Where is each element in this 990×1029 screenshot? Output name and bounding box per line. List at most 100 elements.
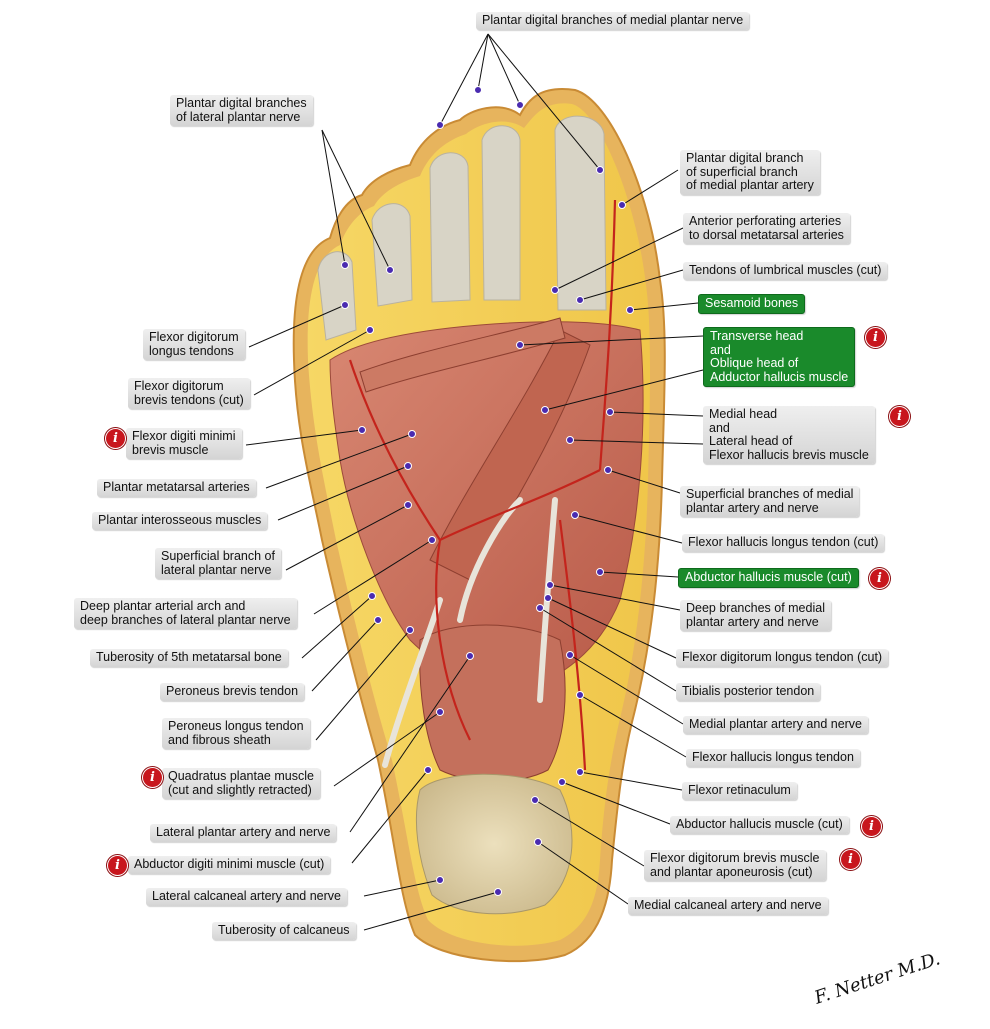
- leader-line-tuberosity-calcaneus-0: [363, 891, 499, 931]
- leader-line-abductor-hallucis-cut-0: [561, 781, 671, 825]
- leader-line-peroneus-brevis-0: [311, 619, 379, 692]
- heel: [415, 773, 573, 915]
- adductor-transverse: [359, 317, 566, 393]
- label-flexor-digitorum-brevis-aponeurosis: Flexor digitorum brevis muscle and plant…: [644, 850, 826, 881]
- info-icon[interactable]: i: [143, 768, 162, 787]
- leader-line-tendons-lumbrical-0: [579, 269, 684, 301]
- leader-line-flexor-digitorum-brevis-tendons-0: [253, 329, 371, 396]
- toes: [317, 115, 607, 341]
- leader-line-flexor-hallucis-longus-tendon-cut-0: [574, 514, 683, 544]
- marker-dot-tibialis-posterior-0: [536, 604, 544, 612]
- marker-dot-adductor-hallucis-0: [516, 341, 524, 349]
- leader-line-plantar-digital-branches-medial-nerve-0: [477, 33, 489, 91]
- leader-line-adductor-hallucis-0: [519, 335, 704, 346]
- marker-dot-plantar-digital-branches-medial-nerve-0: [474, 86, 482, 94]
- leader-line-adductor-hallucis-1: [544, 369, 704, 411]
- leader-line-medial-calcaneal-0: [537, 841, 629, 905]
- label-adductor-hallucis: Transverse head and Oblique head of Addu…: [703, 327, 856, 387]
- label-tuberosity-calcaneus: Tuberosity of calcaneus: [212, 922, 356, 940]
- label-flexor-digitorum-brevis-tendons: Flexor digitorum brevis tendons (cut): [128, 378, 250, 409]
- leader-line-flexor-digitorum-brevis-aponeurosis-0: [534, 799, 645, 867]
- arteries: [348, 199, 617, 771]
- marker-dot-flexor-hallucis-brevis-1: [566, 436, 574, 444]
- marker-dot-plantar-digital-branch-superficial-medial-artery-0: [618, 201, 626, 209]
- marker-dot-medial-plantar-artery-nerve-0: [566, 651, 574, 659]
- marker-dot-flexor-hallucis-longus-tendon-0: [576, 691, 584, 699]
- label-flexor-digitorum-longus-tendons: Flexor digitorum longus tendons: [143, 329, 245, 360]
- marker-dot-flexor-digitorum-brevis-aponeurosis-0: [531, 796, 539, 804]
- label-tendons-lumbrical: Tendons of lumbrical muscles (cut): [683, 262, 888, 280]
- label-flexor-digiti-minimi-brevis: Flexor digiti minimi brevis muscle: [126, 428, 242, 459]
- label-lateral-calcaneal: Lateral calcaneal artery and nerve: [146, 888, 348, 906]
- label-superficial-branches-medial-artery: Superficial branches of medial plantar a…: [680, 486, 860, 517]
- label-abductor-digiti-minimi: Abductor digiti minimi muscle (cut): [128, 856, 331, 874]
- leader-line-plantar-interosseous-0: [277, 465, 409, 521]
- label-flexor-hallucis-longus-tendon-cut: Flexor hallucis longus tendon (cut): [682, 534, 885, 552]
- leader-line-anterior-perforating-arteries-0: [554, 227, 684, 291]
- leader-line-superficial-branch-lateral-nerve-0: [285, 504, 409, 571]
- leader-line-plantar-metatarsal-arteries-0: [265, 433, 413, 489]
- leader-line-flexor-hallucis-longus-tendon-0: [579, 694, 687, 758]
- marker-dot-flexor-hallucis-brevis-0: [606, 408, 614, 416]
- marker-dot-plantar-interosseous-0: [404, 462, 412, 470]
- leader-line-superficial-branches-medial-artery-0: [607, 469, 681, 494]
- leader-line-abductor-hallucis-cut-highlight-0: [599, 571, 679, 578]
- marker-dot-plantar-digital-branches-medial-nerve-1: [436, 121, 444, 129]
- leader-line-plantar-digital-branches-lateral-nerve-1: [321, 129, 391, 271]
- marker-dot-plantar-metatarsal-arteries-0: [408, 430, 416, 438]
- marker-dot-plantar-digital-branches-lateral-nerve-0: [341, 261, 349, 269]
- quadratus: [419, 624, 566, 782]
- marker-dot-adductor-hallucis-1: [541, 406, 549, 414]
- leader-line-peroneus-longus-0: [315, 629, 411, 741]
- marker-dots: [341, 86, 634, 896]
- marker-dot-flexor-digitorum-longus-tendon-cut-0: [544, 594, 552, 602]
- label-flexor-digitorum-longus-tendon-cut: Flexor digitorum longus tendon (cut): [676, 649, 889, 667]
- label-peroneus-longus: Peroneus longus tendon and fibrous sheat…: [162, 718, 310, 749]
- label-flexor-hallucis-longus-tendon: Flexor hallucis longus tendon: [686, 749, 860, 767]
- marker-dot-quadratus-plantae-0: [436, 708, 444, 716]
- marker-dot-flexor-digitorum-longus-tendons-0: [341, 301, 349, 309]
- marker-dot-flexor-digitorum-brevis-tendons-0: [366, 326, 374, 334]
- info-icon[interactable]: i: [841, 850, 860, 869]
- leader-line-quadratus-plantae-0: [333, 711, 441, 787]
- marker-dot-abductor-digiti-minimi-0: [424, 766, 432, 774]
- leader-line-sesamoid-bones-0: [629, 302, 699, 311]
- leader-line-flexor-hallucis-brevis-0: [609, 411, 704, 417]
- info-icon[interactable]: i: [106, 429, 125, 448]
- label-sesamoid-bones: Sesamoid bones: [698, 294, 806, 314]
- info-icon[interactable]: i: [108, 856, 127, 875]
- label-plantar-digital-branch-superficial-medial-artery: Plantar digital branch of superficial br…: [680, 150, 820, 195]
- marker-dot-flexor-hallucis-longus-tendon-cut-0: [571, 511, 579, 519]
- info-icon[interactable]: i: [866, 328, 885, 347]
- label-peroneus-brevis: Peroneus brevis tendon: [160, 683, 305, 701]
- label-tuberosity-5th-metatarsal: Tuberosity of 5th metatarsal bone: [90, 649, 288, 667]
- marker-dot-superficial-branch-lateral-nerve-0: [404, 501, 412, 509]
- info-icon[interactable]: i: [870, 569, 889, 588]
- marker-dot-peroneus-longus-0: [406, 626, 414, 634]
- marker-dot-plantar-digital-branches-medial-nerve-2: [516, 101, 524, 109]
- marker-dot-deep-branches-medial-0: [546, 581, 554, 589]
- label-flexor-retinaculum: Flexor retinaculum: [682, 782, 797, 800]
- marker-dot-abductor-hallucis-cut-0: [558, 778, 566, 786]
- label-plantar-interosseous: Plantar interosseous muscles: [92, 512, 268, 530]
- leader-line-plantar-digital-branch-superficial-medial-artery-0: [621, 169, 679, 206]
- leader-line-flexor-retinaculum-0: [579, 771, 683, 791]
- label-lateral-plantar-artery-nerve: Lateral plantar artery and nerve: [150, 824, 337, 842]
- label-anterior-perforating-arteries: Anterior perforating arteries to dorsal …: [683, 213, 850, 244]
- label-plantar-digital-branches-medial-nerve: Plantar digital branches of medial plant…: [476, 12, 750, 30]
- marker-dot-medial-calcaneal-0: [534, 838, 542, 846]
- label-medial-calcaneal: Medial calcaneal artery and nerve: [628, 897, 828, 915]
- leader-line-flexor-hallucis-brevis-1: [569, 439, 704, 445]
- label-medial-plantar-artery-nerve: Medial plantar artery and nerve: [683, 716, 869, 734]
- marker-dot-deep-plantar-arch-0: [428, 536, 436, 544]
- marker-dot-peroneus-brevis-0: [374, 616, 382, 624]
- leader-line-lateral-plantar-artery-nerve-0: [349, 655, 471, 833]
- info-icon[interactable]: i: [890, 407, 909, 426]
- leader-line-plantar-digital-branches-medial-nerve-2: [487, 33, 521, 106]
- leader-line-plantar-digital-branches-medial-nerve-1: [439, 33, 489, 126]
- info-icon[interactable]: i: [862, 817, 881, 836]
- leader-lines: [245, 33, 704, 931]
- leader-line-tuberosity-5th-metatarsal-0: [301, 595, 373, 659]
